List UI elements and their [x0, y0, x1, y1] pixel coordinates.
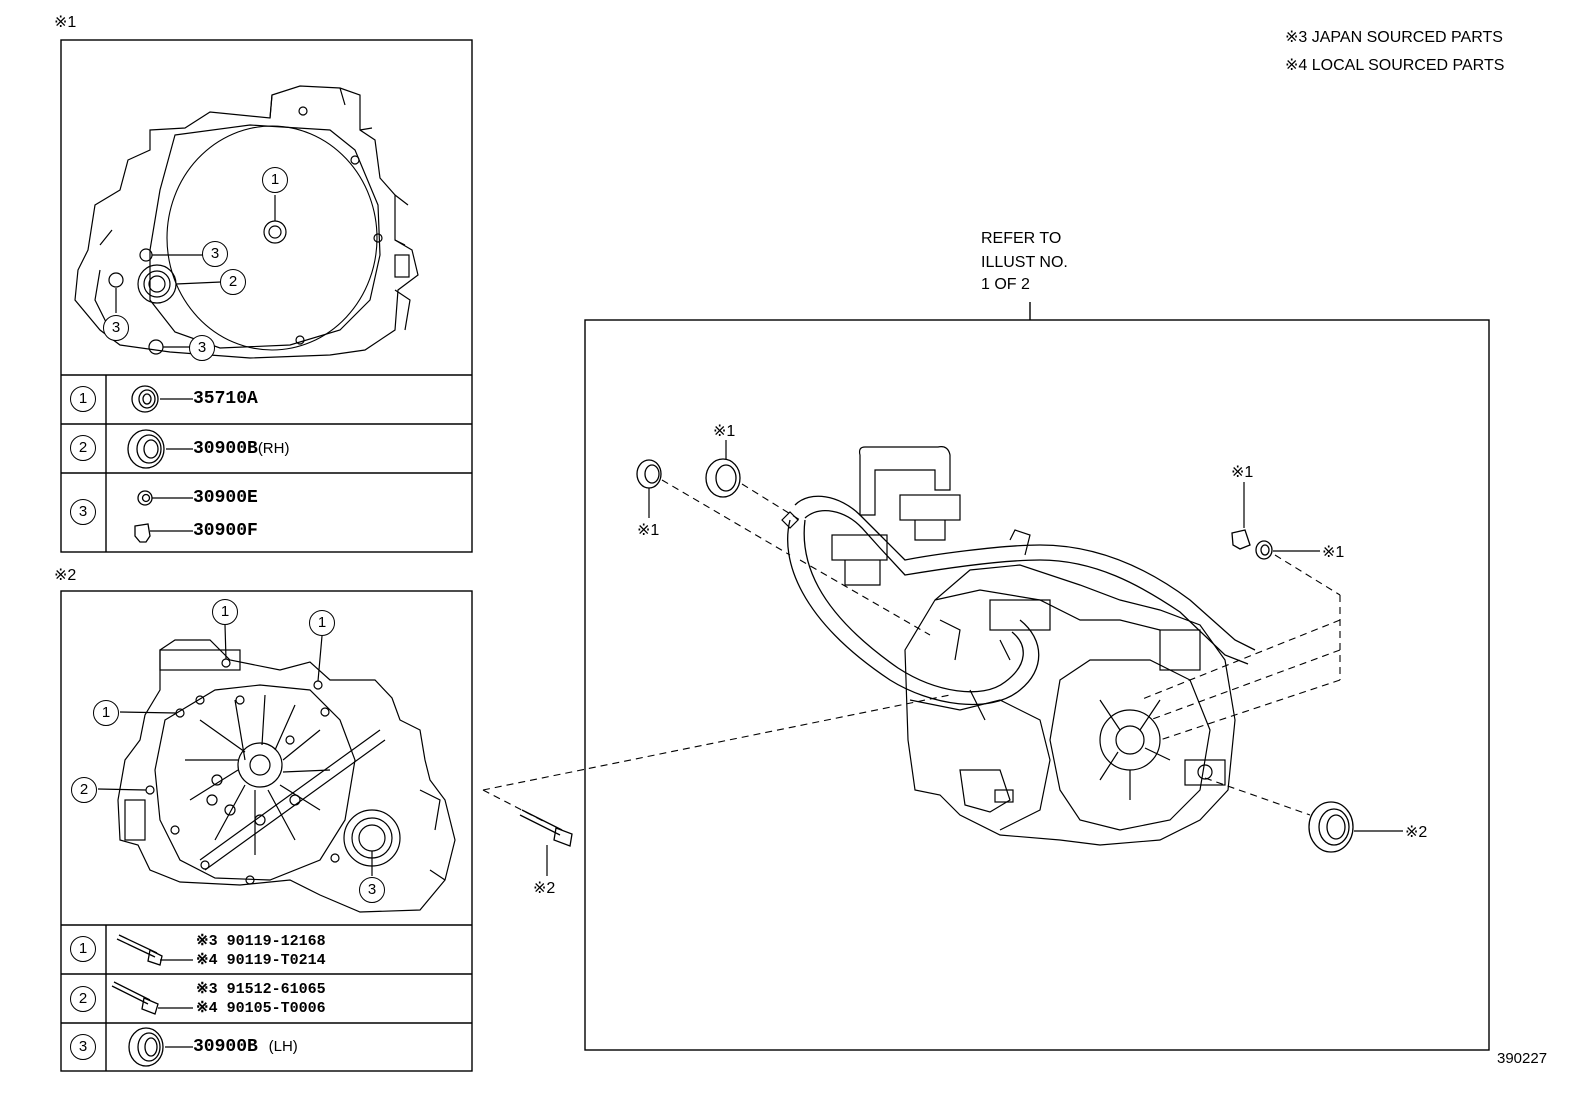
- legend-note-local: ※4 LOCAL SOURCED PARTS: [1285, 57, 1505, 74]
- refer-line-1: REFER TO: [981, 230, 1062, 247]
- inset1-row2-index: 2: [70, 435, 96, 461]
- inset1-mark: ※1: [54, 14, 77, 31]
- inset2-row2-index: 2: [70, 986, 96, 1012]
- inset1-callout-3c: 3: [189, 335, 215, 361]
- refer-line-2: ILLUST NO.: [981, 254, 1068, 271]
- inset2-mark: ※2: [54, 567, 77, 584]
- inset2-callout-3: 3: [359, 877, 385, 903]
- inset2-row1-line1: ※3 90119-12168: [196, 933, 326, 950]
- illustration-number: 390227: [1497, 1050, 1548, 1067]
- inset2-row1-index: 1: [70, 936, 96, 962]
- inset1-frame: [60, 39, 473, 553]
- inset1-row3-part-b: 30900F: [193, 521, 258, 541]
- inset1-callout-1: 1: [262, 167, 288, 193]
- inset2-row3-part: 30900B (LH): [193, 1037, 298, 1057]
- inset1-transaxle: [74, 85, 419, 359]
- inset2-callout-1c: 1: [93, 700, 119, 726]
- main-frame: [584, 319, 1490, 1051]
- main-transaxle: [781, 446, 1256, 846]
- main-callout-seal-top-left: ※1: [637, 522, 660, 539]
- inset2-row1-line2: ※4 90119-T0214: [196, 952, 326, 969]
- main-callout-washer-right: ※1: [1322, 544, 1345, 561]
- inset1-row3-part-a: 30900E: [193, 488, 258, 508]
- inset1-row1-index: 1: [70, 386, 96, 412]
- inset1-callout-2: 2: [220, 269, 246, 295]
- legend-note-japan: ※3 JAPAN SOURCED PARTS: [1285, 29, 1503, 46]
- main-callout-plug-right: ※1: [1231, 464, 1254, 481]
- inset2-row3-index: 3: [70, 1034, 96, 1060]
- inset2-callout-1b: 1: [309, 610, 335, 636]
- main-callout-seal-top-center: ※1: [713, 423, 736, 440]
- inset2-row-icons: [111, 934, 193, 1067]
- inset2-callout-2: 2: [71, 777, 97, 803]
- inset2-row2-line2: ※4 90105-T0006: [196, 1000, 326, 1017]
- refer-line-3: 1 OF 2: [981, 276, 1030, 293]
- inset1-callout-3b: 3: [103, 315, 129, 341]
- inset1-row2-side: (RH): [257, 440, 290, 457]
- inset2-frame: [60, 590, 473, 1072]
- inset2-row2-line1: ※3 91512-61065: [196, 981, 326, 998]
- main-callout-seal-bottom-right: ※2: [1405, 824, 1428, 841]
- inset1-callout-3a: 3: [202, 241, 228, 267]
- inset2-transaxle: [97, 624, 456, 913]
- main-callout-bolt: ※2: [533, 880, 556, 897]
- inset1-row2-part: 30900B(RH): [193, 439, 290, 459]
- inset2-callout-1a: 1: [212, 599, 238, 625]
- inset1-row3-index: 3: [70, 499, 96, 525]
- inset1-row1-part: 35710A: [193, 389, 258, 409]
- inset1-row-icons: [127, 385, 193, 543]
- inset2-row3-side: (LH): [268, 1038, 298, 1055]
